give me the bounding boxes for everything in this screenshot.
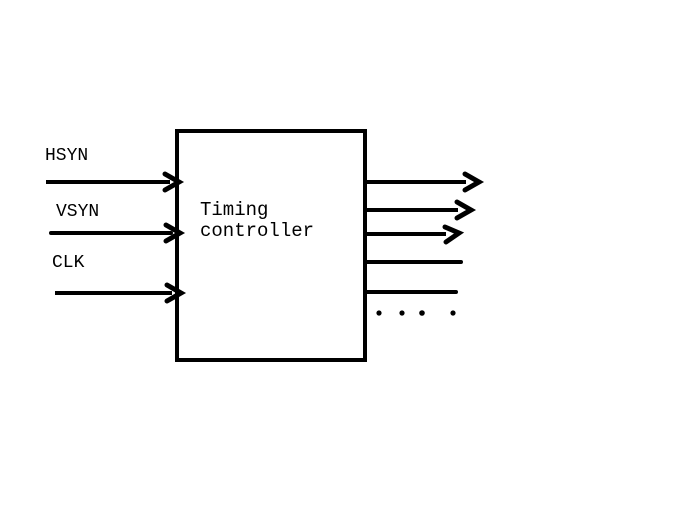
- dot: [450, 310, 456, 316]
- dot: [399, 310, 405, 316]
- output-arrow-3: [365, 224, 465, 245]
- block-label-line-1: Timing: [200, 199, 268, 221]
- arrowhead-right-icon: [442, 224, 465, 245]
- input-label-clk: CLK: [52, 253, 85, 273]
- arrowhead-right-icon: [164, 282, 187, 304]
- output-arrow-2: [365, 199, 477, 221]
- timing-controller-block: [175, 129, 367, 362]
- dot: [419, 310, 425, 316]
- block-label-line-2: controller: [200, 220, 314, 242]
- input-clk: CLK: [52, 253, 187, 304]
- input-vsyn: VSYN: [49, 202, 186, 244]
- arrowhead-right-icon: [462, 171, 485, 193]
- continuation-dots: [376, 310, 456, 316]
- input-label-hsyn: HSYN: [45, 146, 88, 166]
- input-label-vsyn: VSYN: [56, 202, 99, 222]
- dot: [376, 310, 382, 316]
- arrowhead-right-icon: [162, 171, 185, 193]
- output-arrow-1: [365, 171, 485, 193]
- input-hsyn: HSYN: [45, 146, 185, 193]
- block-label: Timing controller: [200, 199, 314, 242]
- arrowhead-right-icon: [454, 199, 477, 221]
- arrowhead-right-icon: [163, 222, 186, 244]
